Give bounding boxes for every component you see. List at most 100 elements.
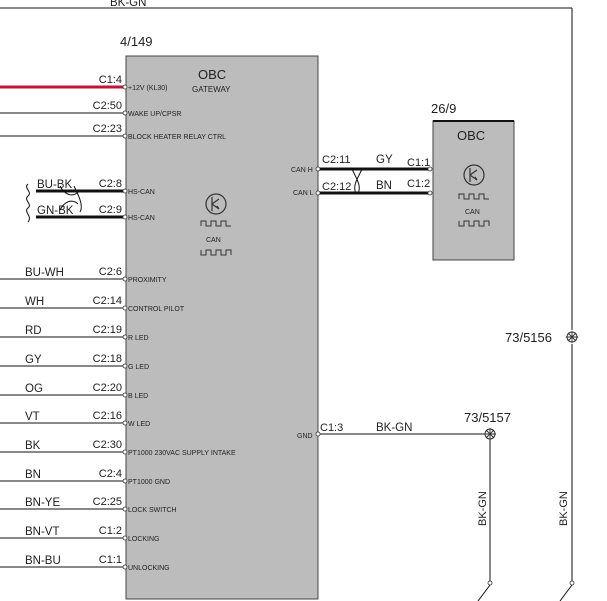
pin-label: C2:14 [93,295,122,307]
pin-label: C2:4 [99,468,122,480]
pin-terminal [122,133,128,139]
ground-point-73-5157: 73/5157 [464,410,511,440]
wire-color-label: BN-BU [25,555,61,567]
wire-color-label: OG [25,383,43,395]
can-h-pin: C2:11 [322,154,351,166]
pin-terminal [122,305,128,311]
pin-label: C2:25 [93,496,122,508]
wire-color-label: BN-VT [25,526,60,538]
gnd-pin-label: C1:3 [320,422,343,434]
wire-color-label: GN-BK [37,205,74,217]
vertical-wire-label-1: BK-GN [477,491,489,526]
obc-gateway-box[interactable] [125,55,319,600]
gateway-ref: 4/149 [120,34,153,49]
can-h-signal: CAN H [291,167,313,174]
vertical-wire-label-2: BK-GN [558,491,570,526]
obc-can-l-pin: C1:2 [407,178,430,190]
gateway-title: OBC [198,67,226,82]
pin-terminal [122,420,128,426]
can-transceiver-icon: CAN [200,193,232,256]
top-wire-label: BK-GN [110,0,146,9]
can-l-signal: CAN L [293,190,314,197]
signal-label: R LED [128,335,149,342]
pin-terminal [122,110,128,116]
gateway-subtitle: GATEWAY [192,85,231,94]
pin-terminal [122,188,128,194]
pin-label: C2:16 [93,410,122,422]
left-pin-row: BU-BK C2:8HS-CAN [36,178,155,196]
signal-label: UNLOCKING [128,565,170,572]
signal-label: PT1000 230VAC SUPPLY INTAKE [128,450,236,457]
signal-label: WAKE UP/CPSR [128,111,181,118]
wire-color-label: GY [25,354,42,366]
wire-color-label: WH [25,296,44,308]
pin-terminal [122,564,128,570]
pin-label: C2:19 [93,324,122,336]
hs-can-twist [26,183,82,223]
pin-terminal [122,363,128,369]
wire-color-label: BU-BK [37,179,72,191]
signal-label: LOCK SWITCH [128,507,177,514]
pin-terminal [122,392,128,398]
pin-terminal [122,334,128,340]
obc-title: OBC [457,128,485,143]
obc-can-icon: CAN [458,164,490,227]
pin-terminal [122,276,128,282]
right-can-pins: CAN H C2:11 GY C1:1 CAN L C2:12 BN C1:2 [291,154,433,197]
pin-terminal [122,449,128,455]
gateway-can-label: CAN [206,237,221,244]
pin-label: C1:1 [99,554,122,566]
pin-terminal [122,478,128,484]
wire-color-label: VT [25,411,40,423]
gnd-wire: BK-GN [376,422,412,434]
ground-point-73-5156: 73/5156 [505,330,578,345]
obc-can-label: CAN [465,209,480,216]
pin-label: C2:8 [99,178,122,190]
pin-label: C2:6 [99,266,122,278]
pin-label: C2:30 [93,439,122,451]
gnd-signal: GND [297,433,313,440]
pin-terminal [122,535,128,541]
pin-label: C2:18 [93,353,122,365]
signal-label: G LED [128,364,149,371]
left-pin-row: GY C2:18 G LED [0,353,149,371]
wire-color-label: BN-YE [25,497,60,509]
wire-break-bottom [477,580,575,601]
obc-ref: 26/9 [431,101,456,116]
gnd-pin: GND C1:3 BK-GN [297,422,490,440]
wire-color-label: BK [25,440,41,452]
signal-label: +12V (KL30) [128,85,168,92]
signal-label: PT1000 GND [128,479,170,486]
signal-label: HS-CAN [128,189,155,196]
pin-label: C1:2 [99,525,122,537]
left-pin-row: C1:4+12V (KL30) [0,74,168,92]
pin-terminal [122,506,128,512]
can-h-wire: GY [376,154,393,166]
signal-label: BLOCK HEATER RELAY CTRL [128,134,226,141]
pin-label: C2:50 [93,100,122,112]
pin-terminal [122,214,128,220]
wire-color-label: BN [25,469,41,481]
pin-label: C2:23 [93,123,122,135]
signal-label: LOCKING [128,536,160,543]
can-l-pin: C2:12 [322,181,351,193]
ground-ref-73-5156: 73/5156 [505,330,552,345]
signal-label: CONTROL PILOT [128,306,185,313]
pin-label: C2:20 [93,382,122,394]
can-l-wire: BN [376,180,392,192]
ground-ref-73-5157: 73/5157 [464,410,511,425]
signal-label: HS-CAN [128,215,155,222]
